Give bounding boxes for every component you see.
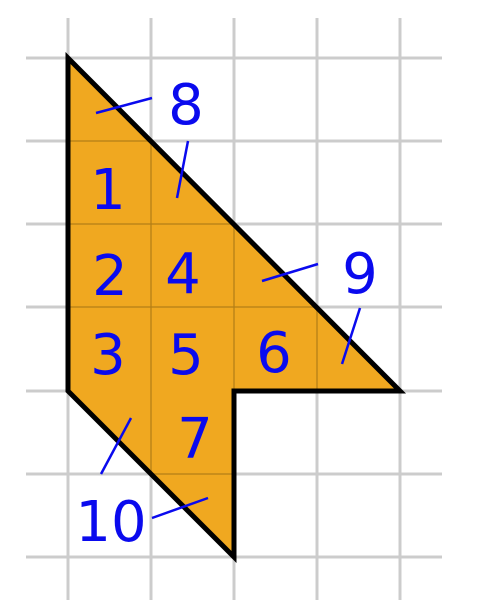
leader-line-10a xyxy=(99,417,133,475)
arrow-shape-outline xyxy=(65,51,407,564)
label-9: 9 xyxy=(342,242,378,307)
label-6: 6 xyxy=(256,321,292,386)
label-8: 8 xyxy=(168,73,204,138)
label-1: 1 xyxy=(90,158,126,223)
leader-line-8a xyxy=(95,96,153,115)
leader-line-10b xyxy=(151,496,209,520)
label-5: 5 xyxy=(168,323,204,388)
leader-line-9a xyxy=(261,262,319,283)
leader-line-8b xyxy=(175,140,190,199)
inner-grid-lines xyxy=(68,140,318,475)
leader-lines xyxy=(95,96,362,520)
region-labels: 1 2 3 4 5 6 7 8 9 10 xyxy=(75,73,377,555)
label-2: 2 xyxy=(92,244,128,309)
label-3: 3 xyxy=(90,323,126,388)
label-10: 10 xyxy=(75,490,146,555)
label-7: 7 xyxy=(177,407,213,472)
label-4: 4 xyxy=(165,242,201,307)
leader-line-9b xyxy=(340,307,362,365)
